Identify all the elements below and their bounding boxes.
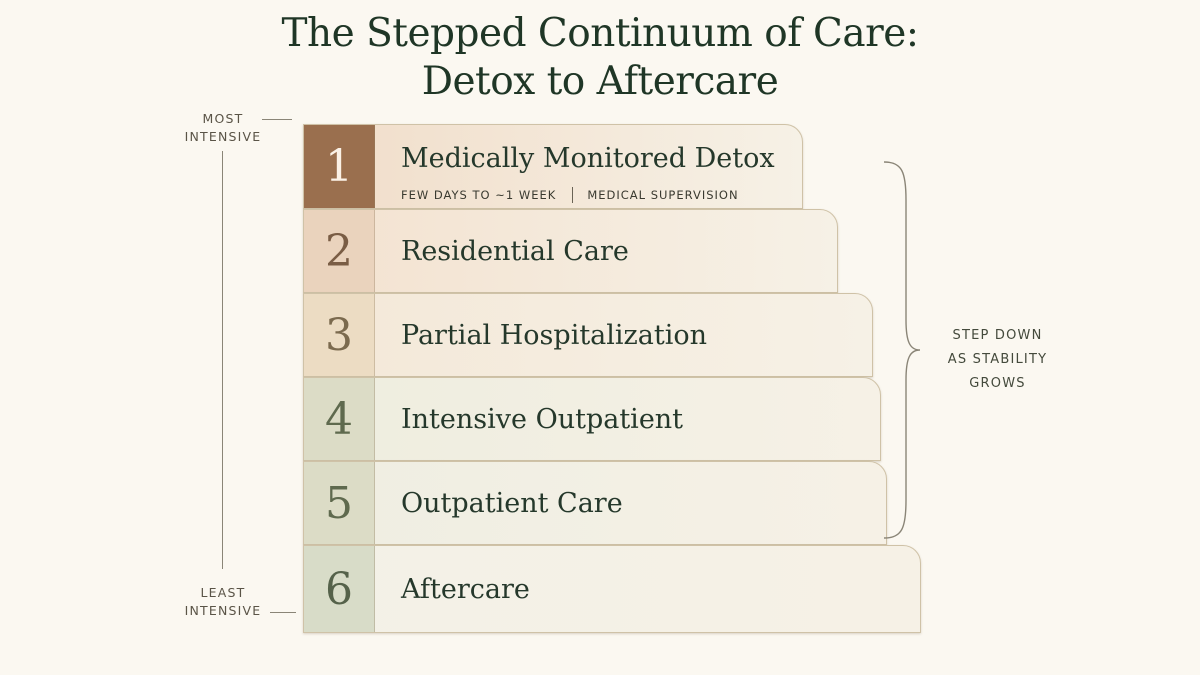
step-card-5: 5 Outpatient Care	[303, 461, 887, 545]
axis-bottom-tick	[270, 612, 296, 613]
step-number: 5	[325, 477, 353, 529]
step-number: 4	[325, 393, 353, 445]
right-brace-icon	[883, 161, 920, 539]
most-label: MOST	[202, 111, 244, 126]
axis-top-tick	[262, 119, 292, 120]
step-label: Residential Care	[401, 235, 629, 267]
title-line-1: The Stepped Continuum of Care:	[281, 11, 919, 56]
step-number: 6	[325, 563, 353, 615]
step-number: 2	[325, 225, 353, 277]
step-number: 1	[325, 141, 353, 192]
step-number-cell: 4	[304, 378, 375, 460]
step-number: 3	[325, 309, 353, 361]
intensity-axis-line	[222, 151, 223, 569]
title-line-2: Detox to Aftercare	[421, 59, 779, 104]
step-number-cell: 3	[304, 294, 375, 376]
most-intensive-label: MOST INTENSIVE	[163, 110, 283, 146]
step-number-cell: 1	[304, 125, 375, 208]
step-number-cell: 5	[304, 462, 375, 544]
least-label: LEAST	[200, 585, 246, 600]
step-card-3: 3 Partial Hospitalization	[303, 293, 873, 377]
meta-divider	[572, 187, 574, 203]
step-supervision: MEDICAL SUPERVISION	[587, 188, 739, 202]
step-duration: FEW DAYS TO ~1 WEEK	[401, 188, 557, 202]
least-intensive-label: LEAST INTENSIVE	[163, 584, 283, 620]
step-meta: FEW DAYS TO ~1 WEEK MEDICAL SUPERVISION	[401, 187, 739, 203]
step-down-line-2: AS STABILITY	[947, 352, 1048, 367]
step-down-line-1: STEP DOWN	[952, 328, 1043, 343]
step-number-cell: 2	[304, 210, 375, 292]
step-card-2: 2 Residential Care	[303, 209, 838, 293]
step-label: Outpatient Care	[401, 487, 623, 519]
step-card-1: 1 Medically Monitored Detox FEW DAYS TO …	[303, 124, 803, 209]
intensive-label-top: INTENSIVE	[184, 129, 262, 144]
step-label: Aftercare	[401, 573, 530, 605]
step-label: Intensive Outpatient	[401, 403, 684, 435]
intensive-label-bottom: INTENSIVE	[184, 603, 262, 618]
step-label: Partial Hospitalization	[401, 319, 708, 351]
step-down-note: STEP DOWN AS STABILITY GROWS	[935, 324, 1060, 396]
step-card-6: 6 Aftercare	[303, 545, 921, 633]
step-number-cell: 6	[304, 546, 375, 632]
step-card-4: 4 Intensive Outpatient	[303, 377, 881, 461]
step-label: Medically Monitored Detox	[401, 143, 775, 174]
step-down-line-3: GROWS	[969, 376, 1026, 391]
